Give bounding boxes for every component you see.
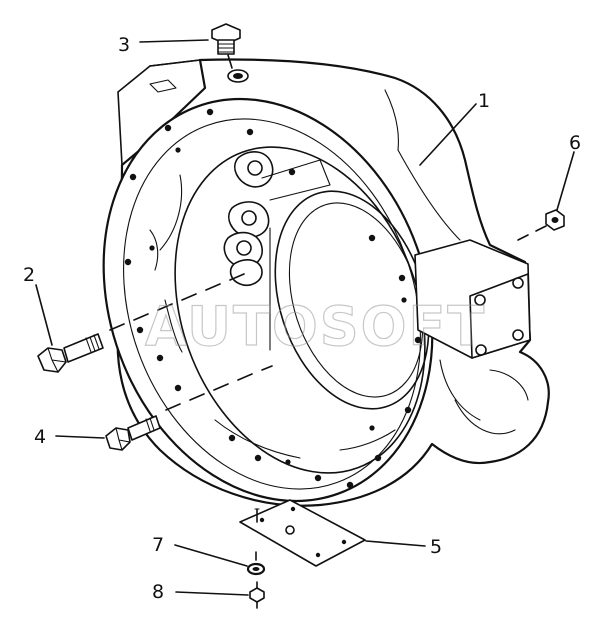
watermark: AUTOSOFT bbox=[145, 295, 486, 358]
flywheel-housing bbox=[102, 58, 550, 507]
callout-8: 8 bbox=[152, 581, 164, 603]
leader-7 bbox=[174, 544, 248, 567]
callout-6: 6 bbox=[569, 132, 581, 154]
cover-plate-part-5 bbox=[239, 499, 366, 567]
washer-part-7 bbox=[246, 551, 266, 576]
callout-2: 2 bbox=[23, 264, 35, 286]
leader-4 bbox=[55, 435, 105, 439]
leader-1 bbox=[419, 103, 477, 166]
leader-2 bbox=[35, 284, 53, 346]
bolt-part-2 bbox=[37, 273, 245, 373]
leader-5 bbox=[365, 540, 426, 547]
callout-4: 4 bbox=[34, 426, 46, 448]
callout-numbers: 1 2 3 4 5 6 7 8 bbox=[23, 34, 581, 603]
flange-bolt-holes bbox=[124, 108, 422, 489]
callout-5: 5 bbox=[430, 536, 442, 558]
leader-8 bbox=[175, 591, 249, 596]
screw-part-8 bbox=[249, 581, 265, 609]
callout-3: 3 bbox=[118, 34, 130, 56]
plug-part-3 bbox=[211, 23, 249, 83]
nut-part-6 bbox=[517, 209, 565, 241]
leader-6 bbox=[556, 151, 575, 211]
leader-3 bbox=[139, 39, 209, 43]
callout-1: 1 bbox=[478, 90, 490, 112]
bolt-part-4 bbox=[105, 365, 273, 451]
leader-lines bbox=[35, 39, 575, 596]
callout-7: 7 bbox=[152, 534, 164, 556]
